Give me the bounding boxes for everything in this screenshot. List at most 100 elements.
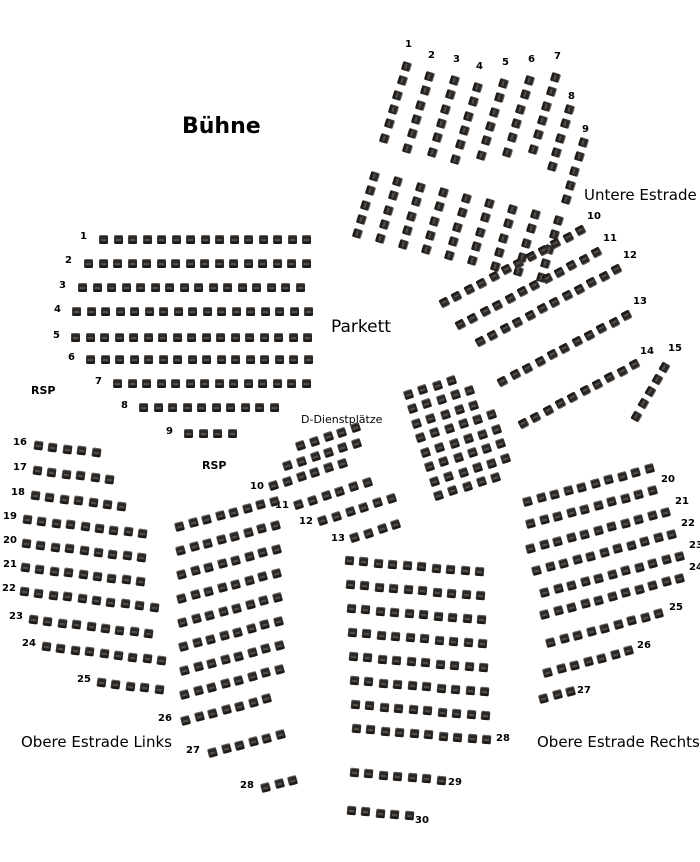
seat[interactable] — [116, 501, 127, 512]
seat[interactable] — [628, 358, 641, 371]
seat[interactable] — [215, 534, 227, 546]
seat[interactable] — [498, 232, 510, 244]
seat[interactable] — [144, 355, 153, 364]
seat[interactable] — [452, 221, 464, 233]
seat[interactable] — [383, 204, 395, 216]
seat[interactable] — [623, 645, 635, 657]
seat[interactable] — [403, 584, 414, 595]
seat[interactable] — [243, 379, 253, 388]
seat[interactable] — [451, 708, 462, 719]
seat[interactable] — [102, 499, 113, 510]
seat[interactable] — [289, 307, 299, 316]
seat[interactable] — [57, 617, 68, 629]
seat[interactable] — [203, 609, 216, 621]
seat[interactable] — [552, 214, 565, 227]
seat[interactable] — [406, 402, 419, 415]
seat[interactable] — [189, 589, 201, 601]
seat[interactable] — [323, 446, 335, 458]
seat[interactable] — [564, 685, 577, 697]
seat[interactable] — [216, 558, 228, 570]
seat[interactable] — [506, 132, 518, 144]
seat[interactable] — [633, 513, 645, 526]
seat[interactable] — [517, 417, 530, 430]
seat[interactable] — [454, 318, 467, 331]
seat[interactable] — [565, 601, 578, 613]
seat[interactable] — [287, 379, 296, 388]
seat[interactable] — [355, 213, 367, 226]
seat[interactable] — [603, 474, 615, 486]
seat[interactable] — [101, 307, 110, 316]
seat[interactable] — [573, 151, 585, 163]
seat[interactable] — [363, 652, 373, 663]
seat[interactable] — [231, 355, 240, 364]
seat[interactable] — [189, 565, 201, 577]
seat[interactable] — [463, 637, 473, 648]
seat[interactable] — [269, 519, 281, 531]
seat[interactable] — [59, 493, 70, 505]
seat[interactable] — [637, 397, 650, 411]
seat[interactable] — [217, 307, 226, 316]
seat[interactable] — [521, 495, 534, 508]
seat[interactable] — [106, 573, 117, 584]
seat[interactable] — [419, 633, 430, 644]
seat[interactable] — [158, 333, 167, 342]
seat[interactable] — [243, 550, 255, 562]
seat[interactable] — [620, 309, 633, 322]
seat[interactable] — [653, 607, 665, 620]
seat[interactable] — [346, 805, 357, 816]
seat[interactable] — [378, 770, 389, 780]
seat[interactable] — [538, 586, 551, 599]
seat[interactable] — [78, 569, 89, 580]
seat[interactable] — [175, 568, 188, 581]
seat[interactable] — [142, 653, 153, 664]
seat[interactable] — [397, 239, 409, 251]
seat[interactable] — [417, 585, 428, 596]
seat[interactable] — [404, 608, 415, 619]
seat[interactable] — [474, 335, 487, 348]
seat[interactable] — [421, 398, 433, 410]
seat[interactable] — [519, 89, 531, 101]
seat[interactable] — [480, 442, 493, 454]
seat[interactable] — [51, 517, 62, 529]
seat[interactable] — [258, 379, 267, 388]
seat[interactable] — [429, 427, 441, 439]
seat[interactable] — [211, 403, 221, 412]
seat[interactable] — [94, 523, 105, 534]
seat[interactable] — [523, 74, 536, 87]
seat[interactable] — [489, 106, 501, 118]
seat[interactable] — [156, 259, 166, 268]
seat[interactable] — [423, 460, 436, 473]
seat[interactable] — [475, 591, 486, 601]
seat[interactable] — [479, 212, 491, 224]
seat[interactable] — [558, 342, 571, 355]
seat[interactable] — [432, 587, 443, 597]
seat[interactable] — [260, 667, 272, 679]
seat[interactable] — [478, 663, 489, 673]
seat[interactable] — [230, 578, 242, 590]
seat[interactable] — [491, 423, 503, 435]
seat[interactable] — [33, 588, 44, 599]
seat[interactable] — [457, 466, 469, 478]
seat[interactable] — [388, 583, 399, 594]
seat[interactable] — [259, 781, 272, 794]
seat[interactable] — [527, 143, 540, 155]
seat[interactable] — [486, 329, 499, 342]
seat[interactable] — [579, 384, 592, 397]
seat[interactable] — [606, 521, 618, 533]
seat[interactable] — [330, 510, 342, 522]
seat[interactable] — [73, 495, 84, 506]
seat[interactable] — [549, 71, 562, 84]
seat[interactable] — [577, 136, 590, 149]
seat[interactable] — [521, 362, 534, 375]
seat[interactable] — [232, 626, 244, 638]
seat[interactable] — [173, 520, 186, 533]
seat[interactable] — [480, 135, 492, 147]
seat[interactable] — [171, 235, 181, 244]
seat[interactable] — [420, 244, 432, 256]
seat[interactable] — [435, 659, 446, 669]
seat[interactable] — [437, 707, 448, 717]
seat[interactable] — [350, 699, 361, 710]
seat[interactable] — [467, 96, 479, 108]
seat[interactable] — [544, 561, 556, 573]
seat[interactable] — [415, 99, 427, 111]
